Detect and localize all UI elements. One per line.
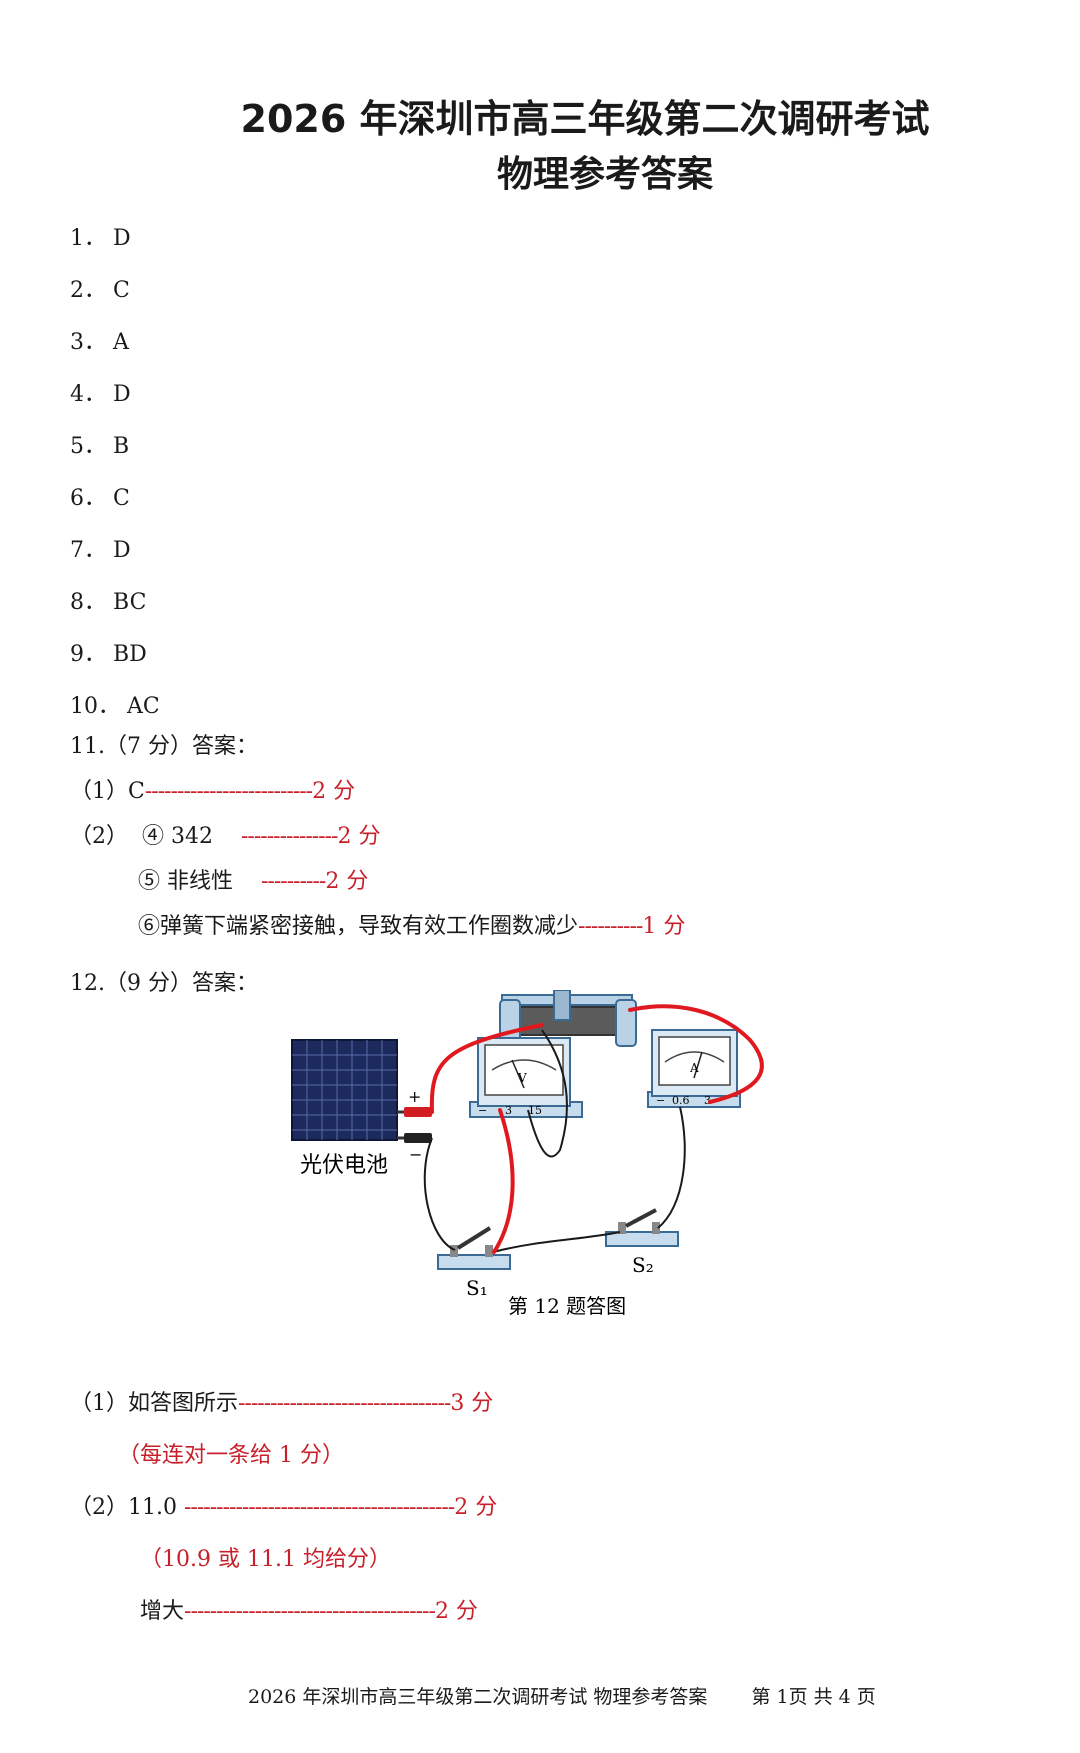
q12-part1: （1）如答图所示--------------------------------… [70, 1391, 494, 1416]
positive-lead [404, 1107, 432, 1117]
red-wire-1 [429, 1023, 544, 1114]
rheostat-icon [499, 990, 637, 1047]
answer-item: 8． BC [70, 590, 147, 615]
answer-item: 9． BD [70, 642, 147, 667]
voltmeter-terminal-3: 3 [505, 1104, 512, 1117]
ammeter-symbol: A [689, 1061, 699, 1075]
red-wire-2 [628, 1004, 764, 1104]
switch-s2-icon [605, 1208, 679, 1247]
q12-part1-note: （每连对一条给 1 分） [118, 1443, 344, 1468]
plus-sign: + [408, 1087, 421, 1106]
answer-item: 10． AC [70, 694, 160, 719]
answer-item: 7． D [70, 538, 131, 563]
footer-text: 2026 年深圳市高三年级第二次调研考试 物理参考答案 [248, 1686, 708, 1708]
negative-lead [404, 1133, 432, 1143]
minus-sign: − [409, 1145, 422, 1164]
voltmeter-terminal-15: 15 [528, 1104, 542, 1117]
red-wire-3 [492, 1108, 515, 1254]
q11-heading: 11.（7 分）答案： [70, 734, 258, 759]
figure-caption: 第 12 题答图 [508, 1294, 626, 1318]
solar-panel-icon [291, 1039, 398, 1141]
voltmeter-terminal-minus: − [478, 1104, 487, 1117]
ammeter-terminal-minus: − [656, 1094, 665, 1107]
circuit-diagram: 光伏电池 + − V − 3 15 A − 0.6 3 [291, 990, 764, 1318]
q12-part2: （2）11.0 --------------------------------… [70, 1495, 498, 1520]
answer-item: 4． D [70, 382, 131, 407]
ammeter-terminal-06: 0.6 [672, 1094, 690, 1107]
voltmeter-symbol: V [517, 1071, 527, 1085]
ammeter-icon: A − 0.6 3 [647, 1029, 741, 1108]
solar-label: 光伏电池 [300, 1153, 388, 1178]
page-number: 第 1页 共 4 页 [751, 1686, 876, 1708]
page-title: 2026 年深圳市高三年级第二次调研考试 [240, 97, 930, 141]
answer-item: 2． C [70, 278, 130, 303]
ammeter-terminal-3: 3 [704, 1094, 711, 1107]
q12-heading: 12.（9 分）答案： [70, 971, 258, 996]
q12-part2-note: （10.9 或 11.1 均给分） [140, 1547, 391, 1572]
q12-part3: 增大--------------------------------------… [140, 1599, 478, 1624]
answer-item: 5． B [70, 434, 130, 459]
page-footer: 2026 年深圳市高三年级第二次调研考试 物理参考答案 第 1页 共 4 页 [248, 1682, 876, 1709]
q11-part2b: ⑤ 非线性 ----------2 分 [138, 869, 369, 894]
voltmeter-icon: V − 3 15 [469, 1037, 583, 1118]
answer-item: 6． C [70, 486, 130, 511]
answer-item: 1． D [70, 226, 131, 251]
q11-part2a: （2） ④ 342 ---------------2 分 [70, 824, 381, 849]
switch-s1-icon [437, 1226, 511, 1270]
switch-s1-label: S₁ [466, 1276, 488, 1300]
q11-part1: （1）C--------------------------2 分 [70, 779, 356, 804]
page-subtitle: 物理参考答案 [496, 154, 713, 195]
answer-item: 3． A [70, 330, 129, 355]
switch-s2-label: S₂ [632, 1253, 654, 1277]
q11-part2c: ⑥弹簧下端紧密接触，导致有效工作圈数减少----------1 分 [138, 914, 686, 939]
